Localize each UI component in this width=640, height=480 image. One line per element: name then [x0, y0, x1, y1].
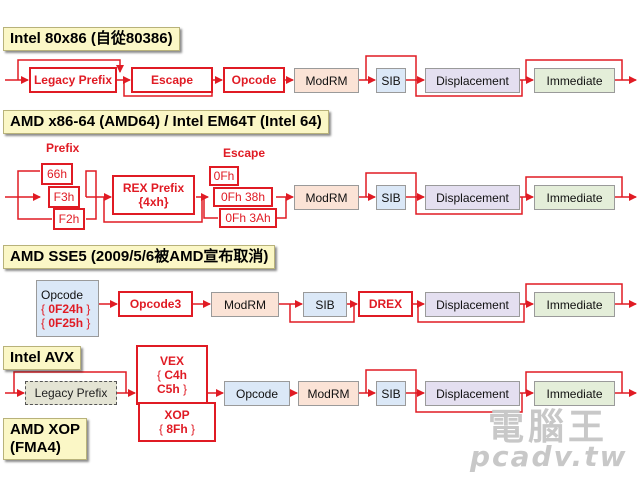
opcode-0f25h: 0F25h	[48, 315, 84, 330]
xop-8fh: 8Fh	[166, 422, 188, 436]
escape-label: Escape	[223, 146, 266, 160]
drex-box: DREX	[358, 291, 413, 317]
vex-c5h: C5h	[156, 382, 180, 396]
section-title-sse5: AMD SSE5 (2009/5/6被AMD宣布取消)	[3, 245, 276, 269]
displacement-box: Displacement	[425, 292, 520, 317]
prefix-66h-box: 66h	[41, 163, 73, 185]
section-title-intel-80x86: Intel 80x86 (自從80386)	[3, 27, 180, 51]
vex-box: VEX { C4h C5h }	[136, 345, 208, 405]
modrm-box: ModRM	[294, 185, 359, 210]
xop-title-line2: (FMA4)	[10, 439, 61, 456]
vex-label: VEX	[159, 354, 184, 368]
modrm-box: ModRM	[294, 68, 359, 93]
immediate-box: Immediate	[534, 292, 615, 317]
displacement-box: Displacement	[425, 185, 520, 210]
brace-close: }	[183, 382, 188, 396]
xop-box: XOP { 8Fh }	[138, 402, 216, 442]
rex-prefix-box: REX Prefix {4xh}	[112, 175, 195, 215]
escape-0fh-box: 0Fh	[209, 166, 239, 186]
watermark-logo: 電腦王	[488, 407, 609, 448]
section-title-amd64: AMD x86-64 (AMD64) / Intel EM64T (Intel …	[3, 110, 329, 134]
brace-close: }	[86, 301, 91, 316]
opcode3-box: Opcode3	[118, 291, 193, 317]
sse5-opcode-box: Opcode { 0F24h } { 0F25h }	[36, 280, 99, 337]
brace-close: }	[86, 315, 91, 330]
section-title-xop: AMD XOP (FMA4)	[3, 418, 88, 460]
opcode-box: Opcode	[224, 381, 290, 406]
legacy-prefix-box: Legacy Prefix	[25, 381, 117, 405]
prefix-f3h-box: F3h	[48, 186, 80, 208]
escape-box: Escape	[131, 67, 213, 93]
opcode-0f24h: 0F24h	[48, 301, 84, 316]
section-title-avx: Intel AVX	[3, 346, 82, 370]
brace-open: {	[41, 301, 46, 316]
brace-open: {	[41, 315, 46, 330]
modrm-box: ModRM	[211, 292, 279, 317]
displacement-box: Displacement	[425, 68, 520, 93]
immediate-box: Immediate	[534, 185, 615, 210]
brace-open: {	[158, 422, 163, 436]
rex-prefix-value: {4xh}	[138, 195, 169, 209]
sib-box: SIB	[303, 292, 347, 317]
modrm-box: ModRM	[298, 381, 359, 406]
opcode-box: Opcode	[223, 67, 285, 93]
prefix-label: Prefix	[46, 141, 80, 155]
sib-box: SIB	[376, 68, 406, 93]
brace-open: {	[156, 368, 161, 382]
xop-label: XOP	[164, 408, 190, 422]
sib-box: SIB	[376, 381, 406, 406]
xop-title-line1: AMD XOP	[10, 421, 81, 438]
displacement-box: Displacement	[425, 381, 520, 406]
brace-close: }	[191, 422, 196, 436]
watermark-url: pcadv.tw	[470, 440, 628, 473]
prefix-f2h-box: F2h	[53, 208, 85, 230]
rex-prefix-label: REX Prefix	[122, 181, 185, 195]
immediate-box: Immediate	[534, 381, 615, 406]
escape-0fh-3ah-box: 0Fh 3Ah	[219, 208, 277, 228]
vex-c4h: C4h	[164, 368, 188, 382]
legacy-prefix-box: Legacy Prefix	[29, 67, 117, 93]
sib-box: SIB	[376, 185, 406, 210]
immediate-box: Immediate	[534, 68, 615, 93]
escape-0fh-38h-box: 0Fh 38h	[213, 187, 273, 207]
sse5-opcode-label: Opcode	[41, 287, 84, 302]
